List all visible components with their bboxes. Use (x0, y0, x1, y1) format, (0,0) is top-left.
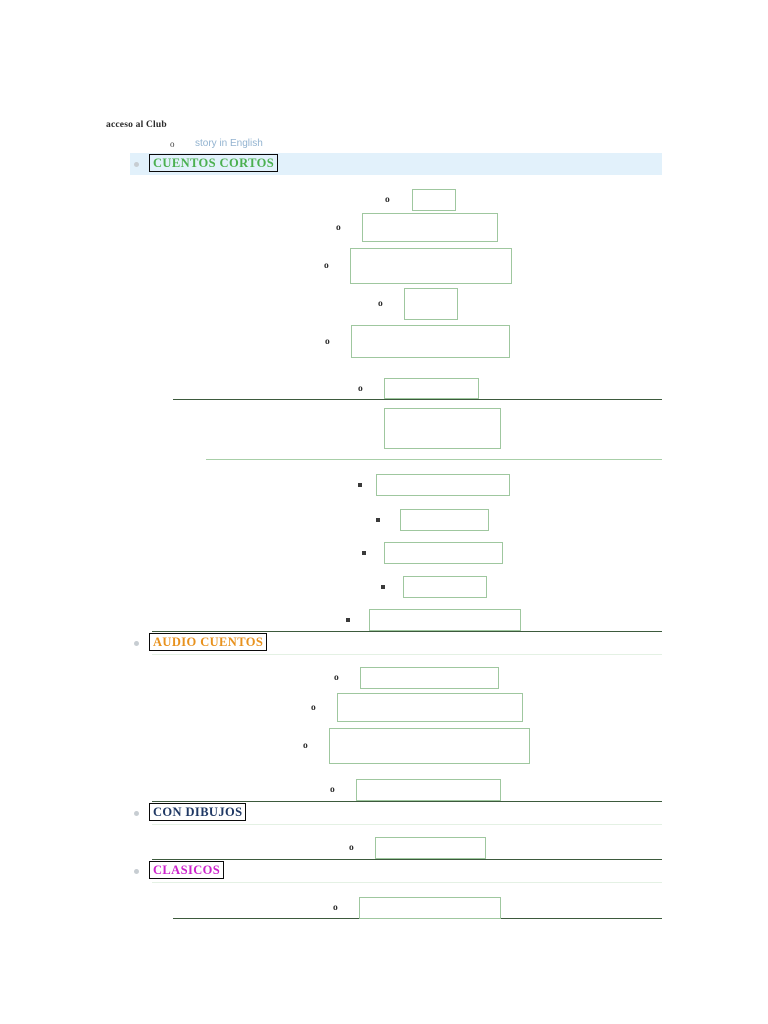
disc-bullet-icon (134, 811, 139, 816)
section-title-text: AUDIO CUENTOS (153, 635, 264, 649)
story-in-english-link[interactable]: story in English (195, 138, 263, 149)
empty-link-box[interactable] (404, 288, 458, 320)
square-bullet-icon (376, 518, 380, 522)
empty-link-box[interactable] (375, 837, 486, 859)
section-title-box[interactable]: CUENTOS CORTOS (149, 154, 279, 172)
section-title-box[interactable]: CON DIBUJOS (149, 803, 247, 821)
circle-bullet-icon: o (303, 741, 308, 751)
section-title-box[interactable]: CLASICOS (149, 861, 225, 879)
square-bullet-icon (362, 551, 366, 555)
empty-link-box[interactable] (384, 378, 479, 399)
section-header-clasicos[interactable]: CLASICOS (130, 860, 662, 884)
empty-link-box[interactable] (350, 248, 512, 284)
horizontal-rule (173, 399, 662, 400)
horizontal-rule (152, 824, 662, 825)
circle-bullet-icon: o (333, 903, 338, 913)
section-title-box[interactable]: AUDIO CUENTOS (149, 633, 268, 651)
section-title-text: CON DIBUJOS (153, 805, 243, 819)
horizontal-rule (152, 801, 662, 802)
horizontal-rule (152, 859, 662, 860)
empty-link-box[interactable] (400, 509, 489, 531)
empty-link-box[interactable] (360, 667, 499, 689)
empty-link-box[interactable] (362, 213, 498, 242)
circle-bullet-icon: o (378, 299, 383, 309)
horizontal-rule (152, 654, 662, 655)
empty-link-box[interactable] (403, 576, 487, 598)
circle-bullet-icon: o (324, 261, 329, 271)
circle-bullet-icon: o (311, 702, 316, 713)
disc-bullet-icon (134, 641, 139, 646)
empty-link-box[interactable] (356, 779, 501, 801)
section-header-cuentos-cortos[interactable]: CUENTOS CORTOS (130, 153, 662, 177)
empty-link-box[interactable] (351, 325, 510, 358)
section-title-text: CUENTOS CORTOS (153, 156, 275, 170)
story-in-english-row: o story in English (170, 138, 670, 152)
square-bullet-icon (346, 618, 350, 622)
disc-bullet-icon (134, 162, 139, 167)
acceso-al-club-label: acceso al Club (106, 120, 167, 130)
empty-link-box[interactable] (412, 189, 456, 211)
empty-link-box[interactable] (376, 474, 510, 496)
circle-bullet-icon: o (334, 673, 339, 683)
circle-bullet-icon: o (330, 785, 335, 795)
section-highlight (130, 153, 662, 175)
circle-bullet-icon: o (358, 383, 363, 394)
circle-bullet-icon: o (325, 336, 330, 347)
section-header-con-dibujos[interactable]: CON DIBUJOS (130, 802, 662, 826)
empty-link-box[interactable] (384, 408, 501, 449)
empty-link-box[interactable] (369, 609, 521, 631)
empty-link-box[interactable] (359, 897, 501, 919)
horizontal-rule (206, 459, 662, 460)
square-bullet-icon (358, 483, 362, 487)
circle-bullet-icon: o (349, 843, 354, 853)
horizontal-rule (152, 631, 662, 632)
empty-link-box[interactable] (337, 693, 523, 722)
section-header-audio-cuentos[interactable]: AUDIO CUENTOS (130, 632, 662, 656)
section-title-text: CLASICOS (153, 863, 221, 877)
circle-bullet-icon: o (385, 195, 390, 205)
square-bullet-icon (381, 585, 385, 589)
horizontal-rule (152, 882, 662, 883)
empty-link-box[interactable] (329, 728, 530, 764)
circle-bullet-icon: o (336, 222, 341, 233)
disc-bullet-icon (134, 869, 139, 874)
empty-link-box[interactable] (384, 542, 503, 564)
circle-bullet-icon: o (170, 139, 175, 149)
